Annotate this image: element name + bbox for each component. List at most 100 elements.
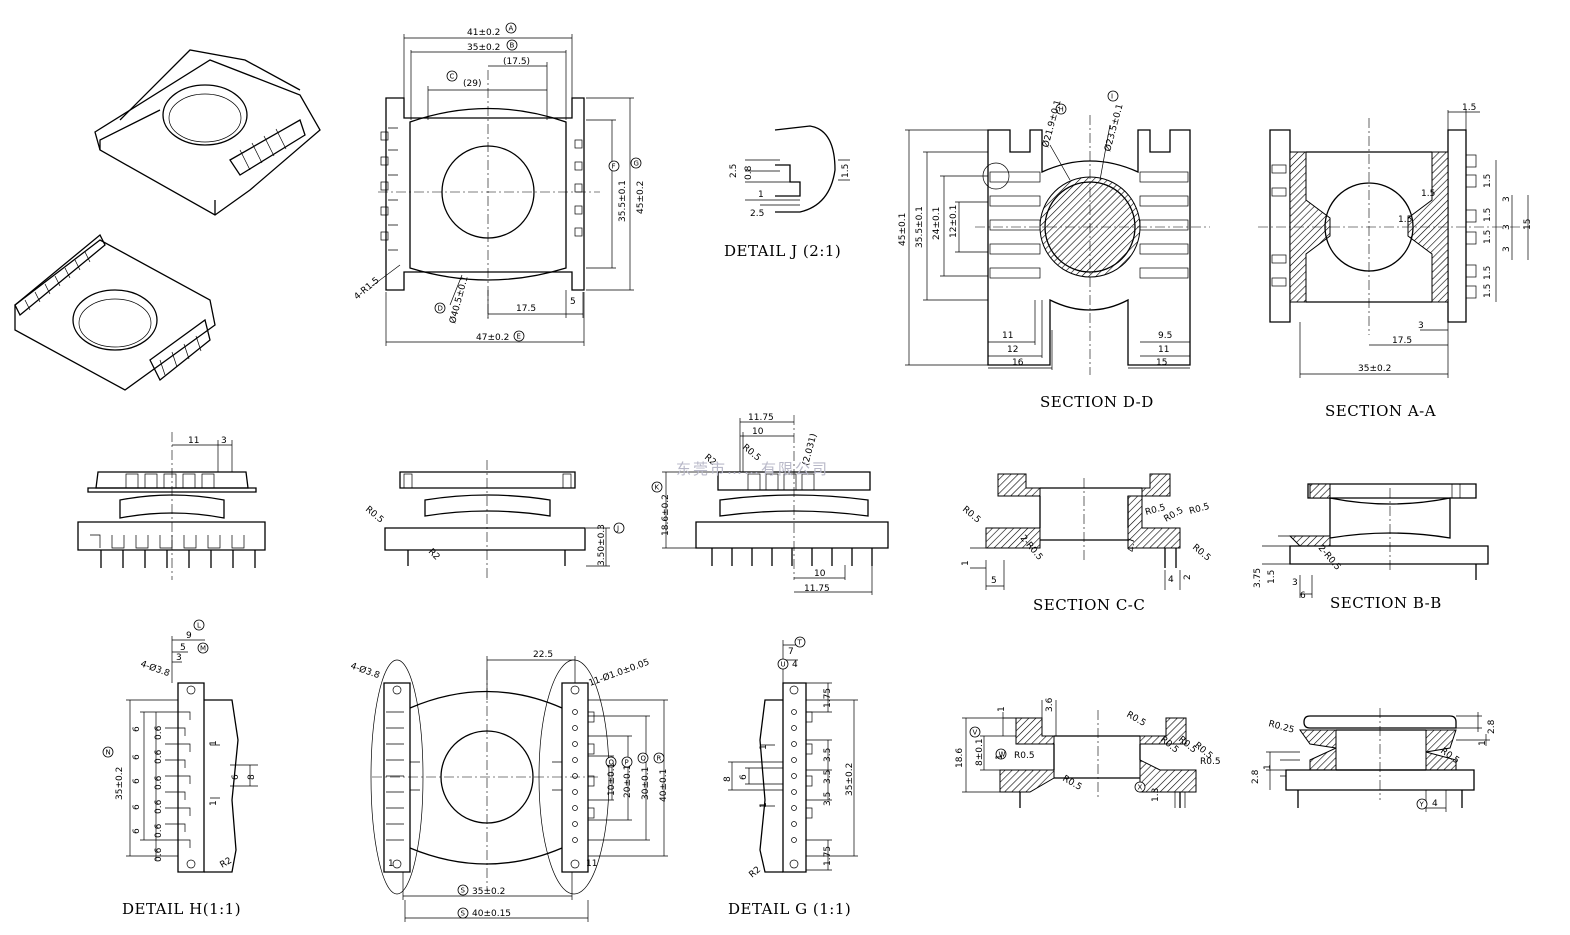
dh-3: 3: [176, 653, 182, 663]
dh-0-6-e: 0.6: [154, 823, 164, 838]
balloon-r: R: [657, 755, 662, 763]
dim-35-5: 35.5±0.1: [618, 180, 628, 222]
dd-dia-23-5: Ø23.5±0.1: [1102, 103, 1125, 153]
balloon-f: F: [612, 163, 616, 171]
dim-17-5-bottom: 17.5: [516, 304, 536, 314]
balloon-d: D: [438, 305, 443, 313]
isometric-view-top: [94, 49, 321, 216]
cc-4: 4: [1168, 575, 1174, 585]
balloon-s: S: [461, 887, 466, 895]
cc-r0-5-d: R0.5: [1188, 502, 1210, 517]
bv-holes: 4-Ø3.8: [349, 660, 382, 681]
dg-6: 6: [739, 774, 749, 780]
cc-2: 2: [1183, 574, 1193, 580]
dim-4-r1-5: 4-R1.5: [353, 276, 382, 303]
bv-22-5: 22.5: [533, 650, 553, 660]
section-f: R0.25 2.8 1 2.8 1 R0.5 Y 4: [1251, 708, 1497, 812]
front-view-b: R0.5 R2 3.50±0.3 J: [363, 460, 625, 580]
balloon-y: Y: [1419, 801, 1425, 809]
dim-45: 45±0.2: [636, 181, 646, 214]
bv-40: 40±0.1: [659, 769, 669, 802]
dg-8: 8: [723, 776, 733, 782]
bb-3-75: 3.75: [1253, 568, 1263, 588]
balloon-a: A: [509, 25, 514, 33]
sf-2-8-b: 2.8: [1251, 769, 1261, 784]
balloon-x: X: [1138, 784, 1143, 792]
se-18-6: 18.6: [955, 748, 965, 768]
section-d-d: H I Ø21.9±0.1 Ø23.5±0.1 45±0.1 35.5±0.1 …: [898, 90, 1210, 411]
top-view: 41±0.2 A 35±0.2 B (17.5) C (29) F G 35.5…: [353, 22, 646, 346]
dh-6-a: 6: [132, 726, 142, 732]
dg-r2: R2: [748, 865, 764, 880]
front-view-a: 11 3: [77, 432, 266, 580]
caption-section-d-d: SECTION D-D: [1040, 393, 1154, 411]
dh-0-6-f: 0.6: [154, 847, 164, 862]
dd-24: 24±0.1: [932, 207, 942, 240]
aa-1-5-e: 1.5: [1483, 230, 1493, 244]
dim-5: 5: [570, 297, 576, 307]
section-b-b: 2-R0.5 3.75 1.5 3 6 SECTION B-B: [1253, 483, 1489, 612]
balloon-e: E: [517, 333, 521, 341]
balloon-w: W: [999, 751, 1006, 759]
caption-detail-j: DETAIL J (2:1): [724, 242, 841, 260]
bb-2-r0-5: 2-R0.5: [1316, 544, 1343, 573]
aa-15: 15: [1523, 219, 1533, 230]
dg-1-75-top: 1.75: [823, 688, 833, 708]
se-1-3: 1.3: [1151, 788, 1161, 802]
balloon-m: M: [200, 645, 206, 653]
dd-35-5: 35.5±0.1: [915, 206, 925, 248]
balloon-h: H: [1059, 106, 1064, 114]
aa-1-5-d: 1.5: [1483, 208, 1493, 222]
sf-4: 4: [1432, 799, 1438, 809]
aa-35: 35±0.2: [1358, 364, 1391, 374]
aa-1-5-f: 1.5: [1483, 266, 1493, 280]
bb-6: 6: [1300, 591, 1306, 601]
detail-g: 7 T U 4 1.75 1 8 6 1 3.5 3.5 3.5 35±0.2 …: [723, 636, 858, 918]
sf-r0-25: R0.25: [1267, 719, 1295, 735]
detail-j-0-8: 0.8: [744, 165, 754, 180]
detail-j: 2.5 0.8 1 2.5 1.5 DETAIL J (2:1): [724, 125, 851, 260]
se-1-b: 1: [995, 754, 1005, 760]
dd-12: 12±0.1: [949, 205, 959, 238]
isometric-view-bottom: [14, 233, 216, 391]
dh-8: 8: [247, 774, 257, 780]
bottom-view: 4-Ø3.8 22.5 11-Ø1.0±0.05 O 10±0.1 P 20±0…: [349, 650, 669, 922]
detail-h: 9 L 5 M 3 4-Ø3.8 N 35±0.2 6 6 6 6 6 0.6 …: [102, 619, 258, 918]
fa-11: 11: [188, 436, 199, 446]
dd-16: 16: [1012, 358, 1024, 368]
aa-1-5-c: 1.5: [1398, 215, 1412, 225]
detail-j-2-5a: 2.5: [729, 164, 739, 178]
se-8: 8±0.1: [975, 738, 985, 766]
aa-3-b: 3: [1502, 224, 1512, 230]
bv-pins: 11-Ø1.0±0.05: [587, 657, 651, 689]
balloon-t: T: [797, 639, 803, 647]
dg-1-b: 1: [759, 802, 769, 808]
balloon-i: I: [1111, 93, 1113, 101]
sf-1-b: 1: [1263, 764, 1273, 770]
se-1: 1: [997, 706, 1007, 712]
dg-3-5-a: 3.5: [823, 748, 833, 762]
dh-0-6-a: 0.6: [154, 725, 164, 740]
bv-30: 30±0.1: [641, 767, 651, 800]
dh-0-6-b: 0.6: [154, 749, 164, 764]
dim-29: (29): [463, 79, 481, 89]
cc-4-7: 4.7: [1127, 538, 1137, 552]
fc-11-75-bottom: 11.75: [804, 584, 830, 594]
dh-6-c: 6: [132, 778, 142, 784]
dh-35: 35±0.2: [115, 767, 125, 800]
sf-1: 1: [1478, 740, 1488, 746]
aa-1-5-g: 1.5: [1483, 284, 1493, 298]
aa-3-bottom: 3: [1418, 321, 1424, 331]
bv-35: 35±0.2: [472, 887, 505, 897]
bb-3: 3: [1292, 578, 1298, 588]
se-3-6: 3.6: [1045, 697, 1055, 712]
bv-pin-11: 11: [586, 859, 597, 869]
section-a-a: 1.5 1.5 1.5 1.5 1.5 1.5 1.5 1.5 3 3 3 15…: [1258, 103, 1533, 420]
dg-3-5-b: 3.5: [823, 770, 833, 784]
dg-1-75-bottom: 1.75: [823, 846, 833, 866]
fc-h: 18.6±0.2: [661, 494, 671, 536]
dg-4: 4: [792, 660, 798, 670]
sf-2-8-a: 2.8: [1487, 719, 1497, 734]
caption-detail-h: DETAIL H(1:1): [122, 900, 241, 918]
